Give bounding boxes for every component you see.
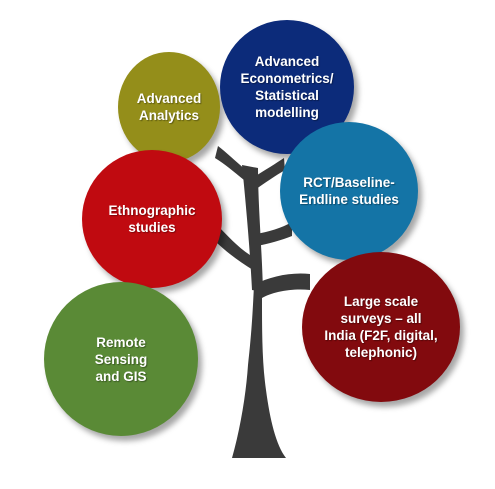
tree-branch-right-mid [256,222,292,246]
econometrics-label: Advanced Econometrics/ Statistical model… [240,54,334,120]
tree-branch-upper-trunk [242,165,263,292]
advanced-analytics-label: Advanced Analytics [136,91,202,123]
tree-branch-right-upper [249,158,285,192]
advanced-analytics-bubble: Advanced Analytics [118,52,220,162]
remote-sensing-label: Remote Sensing and GIS [94,334,148,384]
tree-branch-left-upper [215,146,246,180]
tree-branch-left-lower [214,226,255,270]
ethnographic-label: Ethnographic studies [108,203,196,235]
remote-sensing-bubble: Remote Sensing and GIS [44,282,198,436]
large-scale-surveys-label: Large scale surveys – all India (F2F, di… [324,294,438,360]
rct-label: RCT/Baseline- Endline studies [299,175,399,207]
large-scale-surveys-bubble: Large scale surveys – all India (F2F, di… [302,252,460,402]
tree-trunk [232,273,310,458]
rct-bubble: RCT/Baseline- Endline studies [280,122,418,260]
ethnographic-bubble: Ethnographic studies [82,150,222,288]
